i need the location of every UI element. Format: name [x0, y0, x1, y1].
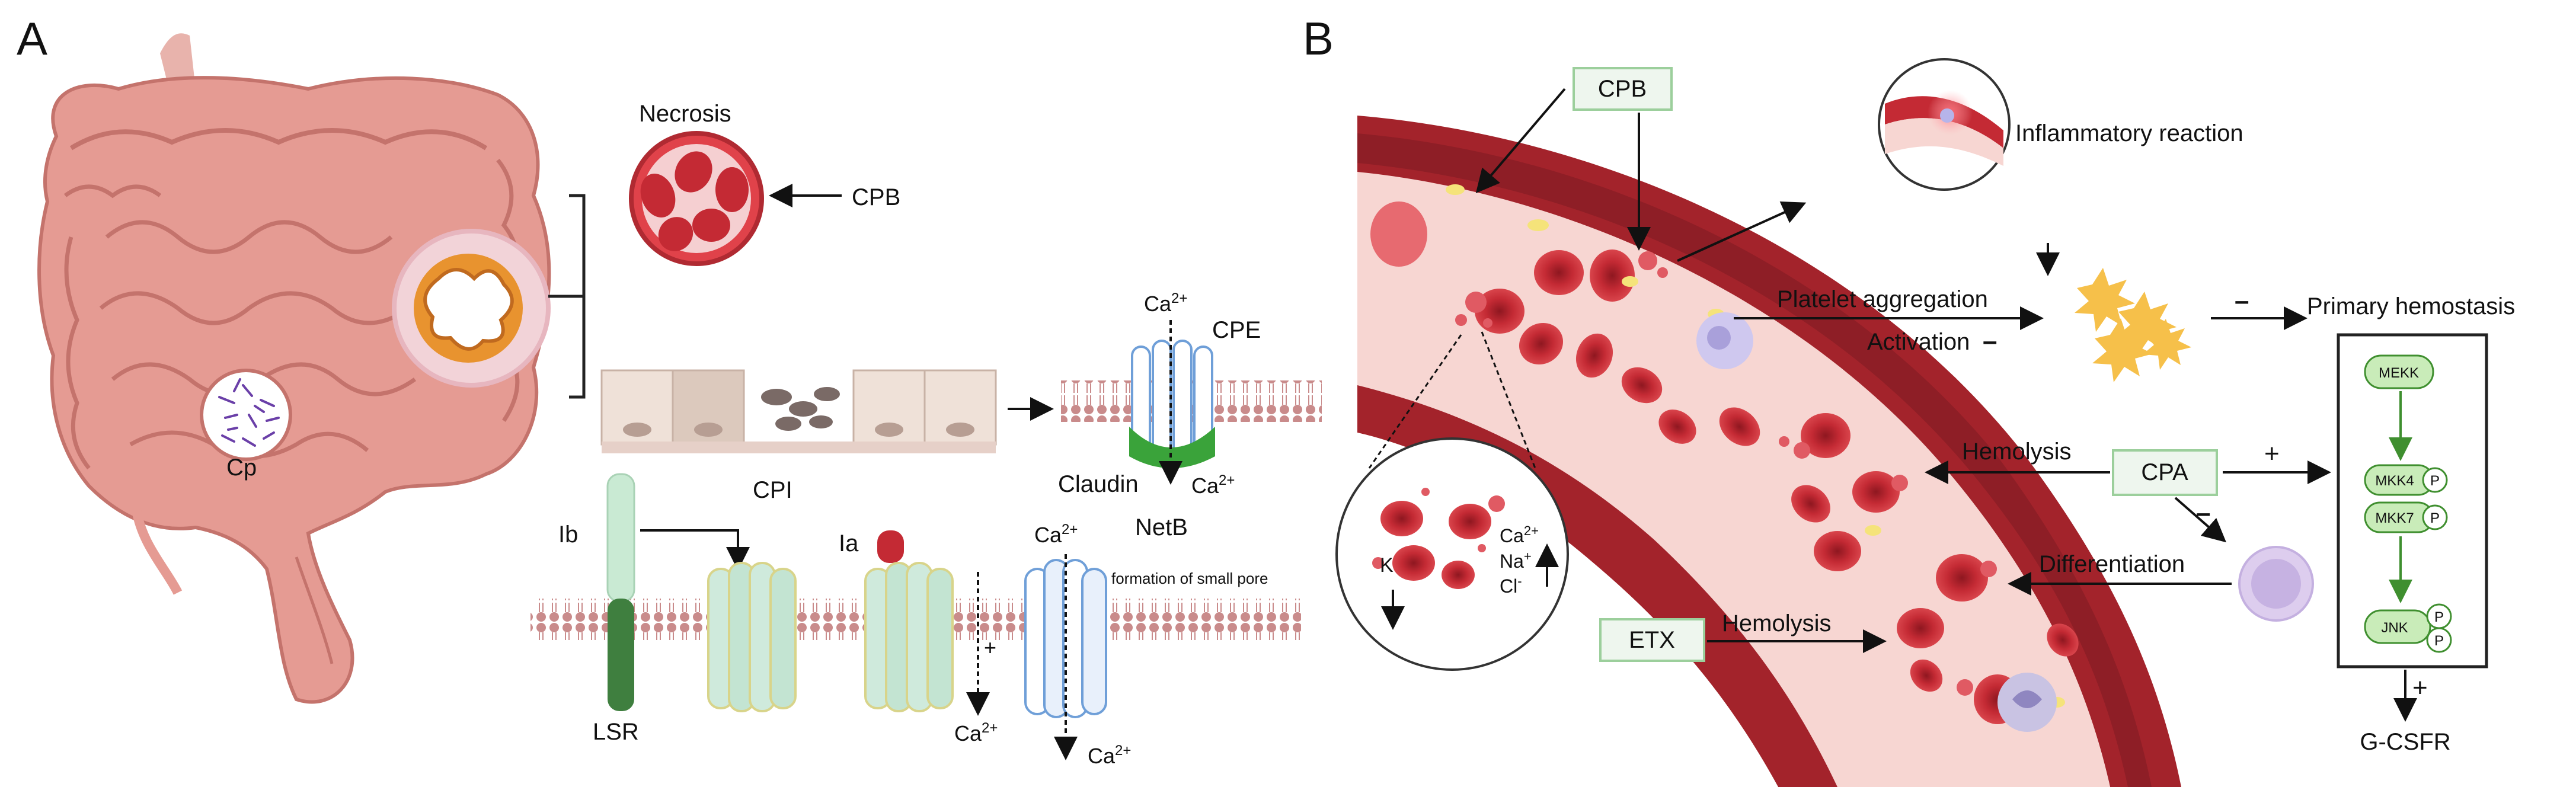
netb-pore	[1024, 554, 1107, 760]
mkk7-label: MKK7	[2375, 510, 2414, 526]
plus-sign-a: +	[984, 635, 996, 660]
primary-minus: –	[2235, 286, 2249, 315]
cpb-label-b: CPB	[1598, 76, 1647, 102]
cpa-plus: +	[2264, 439, 2280, 468]
cpa-box	[2112, 449, 2218, 496]
cpb-arrow-left	[1475, 88, 1566, 194]
bracket	[548, 194, 586, 399]
jnk-p2	[2426, 627, 2452, 653]
ia-label: Ia	[839, 530, 859, 556]
ca-netb-bottom: Ca2+	[1088, 743, 1131, 768]
epithelium-strip	[600, 369, 997, 453]
ca-small-pore-bottom: Ca2+	[954, 720, 998, 746]
inset-na-label: Na+	[1500, 549, 1532, 572]
mkk7-p	[2422, 504, 2448, 530]
inflammatory-inset	[1878, 58, 2011, 191]
mekk-label: MEKK	[2379, 365, 2419, 381]
jnk-p2-label: P	[2434, 633, 2444, 649]
hemolysis-etx-label: Hemolysis	[1722, 610, 1831, 636]
activation-label: Activation	[1867, 329, 1970, 355]
cp-label: Cp	[226, 455, 257, 481]
mkk4-p-label: P	[2430, 473, 2440, 489]
lysis-bursts	[1455, 251, 2030, 714]
mekk-node	[2364, 354, 2434, 389]
cpa-diff-arrow	[2174, 497, 2227, 543]
panel-b-letter: B	[1303, 12, 1334, 65]
jnk-label: JNK	[2381, 620, 2408, 636]
claudin-label: Claudin	[1058, 471, 1139, 497]
cpb-box	[1573, 67, 1673, 111]
ib-subunit	[606, 473, 635, 603]
primary-hemostasis-label: Primary hemostasis	[2307, 293, 2515, 319]
cpi-label: CPI	[753, 477, 792, 503]
inset-k-label: K	[1380, 554, 1394, 577]
activation-minus: –	[1983, 327, 1997, 356]
cpa-label: CPA	[2141, 459, 2188, 485]
progenitor-nucleus	[2251, 559, 2301, 609]
ib-arrow	[640, 529, 750, 571]
cpi-pore-2	[864, 562, 954, 712]
mkk4-label: MKK4	[2375, 473, 2414, 489]
cpe-ca-right: Ca2+	[1191, 472, 1235, 498]
inset-cl-label: Cl-	[1500, 574, 1522, 597]
hemolysis-cpa-label: Hemolysis	[1962, 439, 2071, 465]
cpa-diff-minus: –	[2196, 498, 2210, 527]
panel-a-letter: A	[17, 12, 47, 65]
jnk-node	[2364, 609, 2431, 644]
cp-bacteria-inset	[200, 369, 292, 461]
netb-label: NetB	[1135, 514, 1188, 540]
cpe-label: CPE	[1212, 317, 1261, 343]
platelet-cluster	[2075, 268, 2191, 382]
etx-label: ETX	[1629, 627, 1675, 653]
colon-cross-section	[392, 229, 551, 388]
platelet-aggregation-label: Platelet aggregation	[1777, 286, 1988, 312]
mkk4-p	[2422, 467, 2448, 493]
differentiation-label: Differentiation	[2039, 551, 2185, 577]
gcsfr-label: G-CSFR	[2360, 729, 2450, 755]
necrosis-vessel	[629, 131, 764, 266]
necrosis-label: Necrosis	[639, 101, 731, 127]
cpi-pore-1	[707, 562, 797, 712]
gcsfr-plus: +	[2412, 673, 2428, 702]
cpe-ca-top: Ca2+	[1144, 290, 1187, 316]
white-blood-cells	[1696, 312, 2057, 732]
cpb-label-a: CPB	[852, 184, 900, 210]
lsr-label: LSR	[593, 719, 639, 745]
pore-formation-label: formation of small pore	[1111, 570, 1268, 587]
jnk-p1-label: P	[2434, 609, 2444, 625]
etx-box	[1599, 618, 1705, 662]
ca-netb-top: Ca2+	[1034, 522, 1078, 547]
ib-label: Ib	[558, 522, 578, 548]
ia-subunit	[877, 530, 904, 563]
mkk7-p-label: P	[2430, 510, 2440, 526]
inflammatory-arrow	[1677, 201, 1807, 262]
ion-inset	[1335, 331, 1569, 671]
lsr-receptor	[608, 599, 634, 711]
inset-ca-label: Ca2+	[1500, 523, 1539, 546]
cpe-pore	[1129, 320, 1215, 485]
inflammatory-label: Inflammatory reaction	[2015, 120, 2243, 146]
